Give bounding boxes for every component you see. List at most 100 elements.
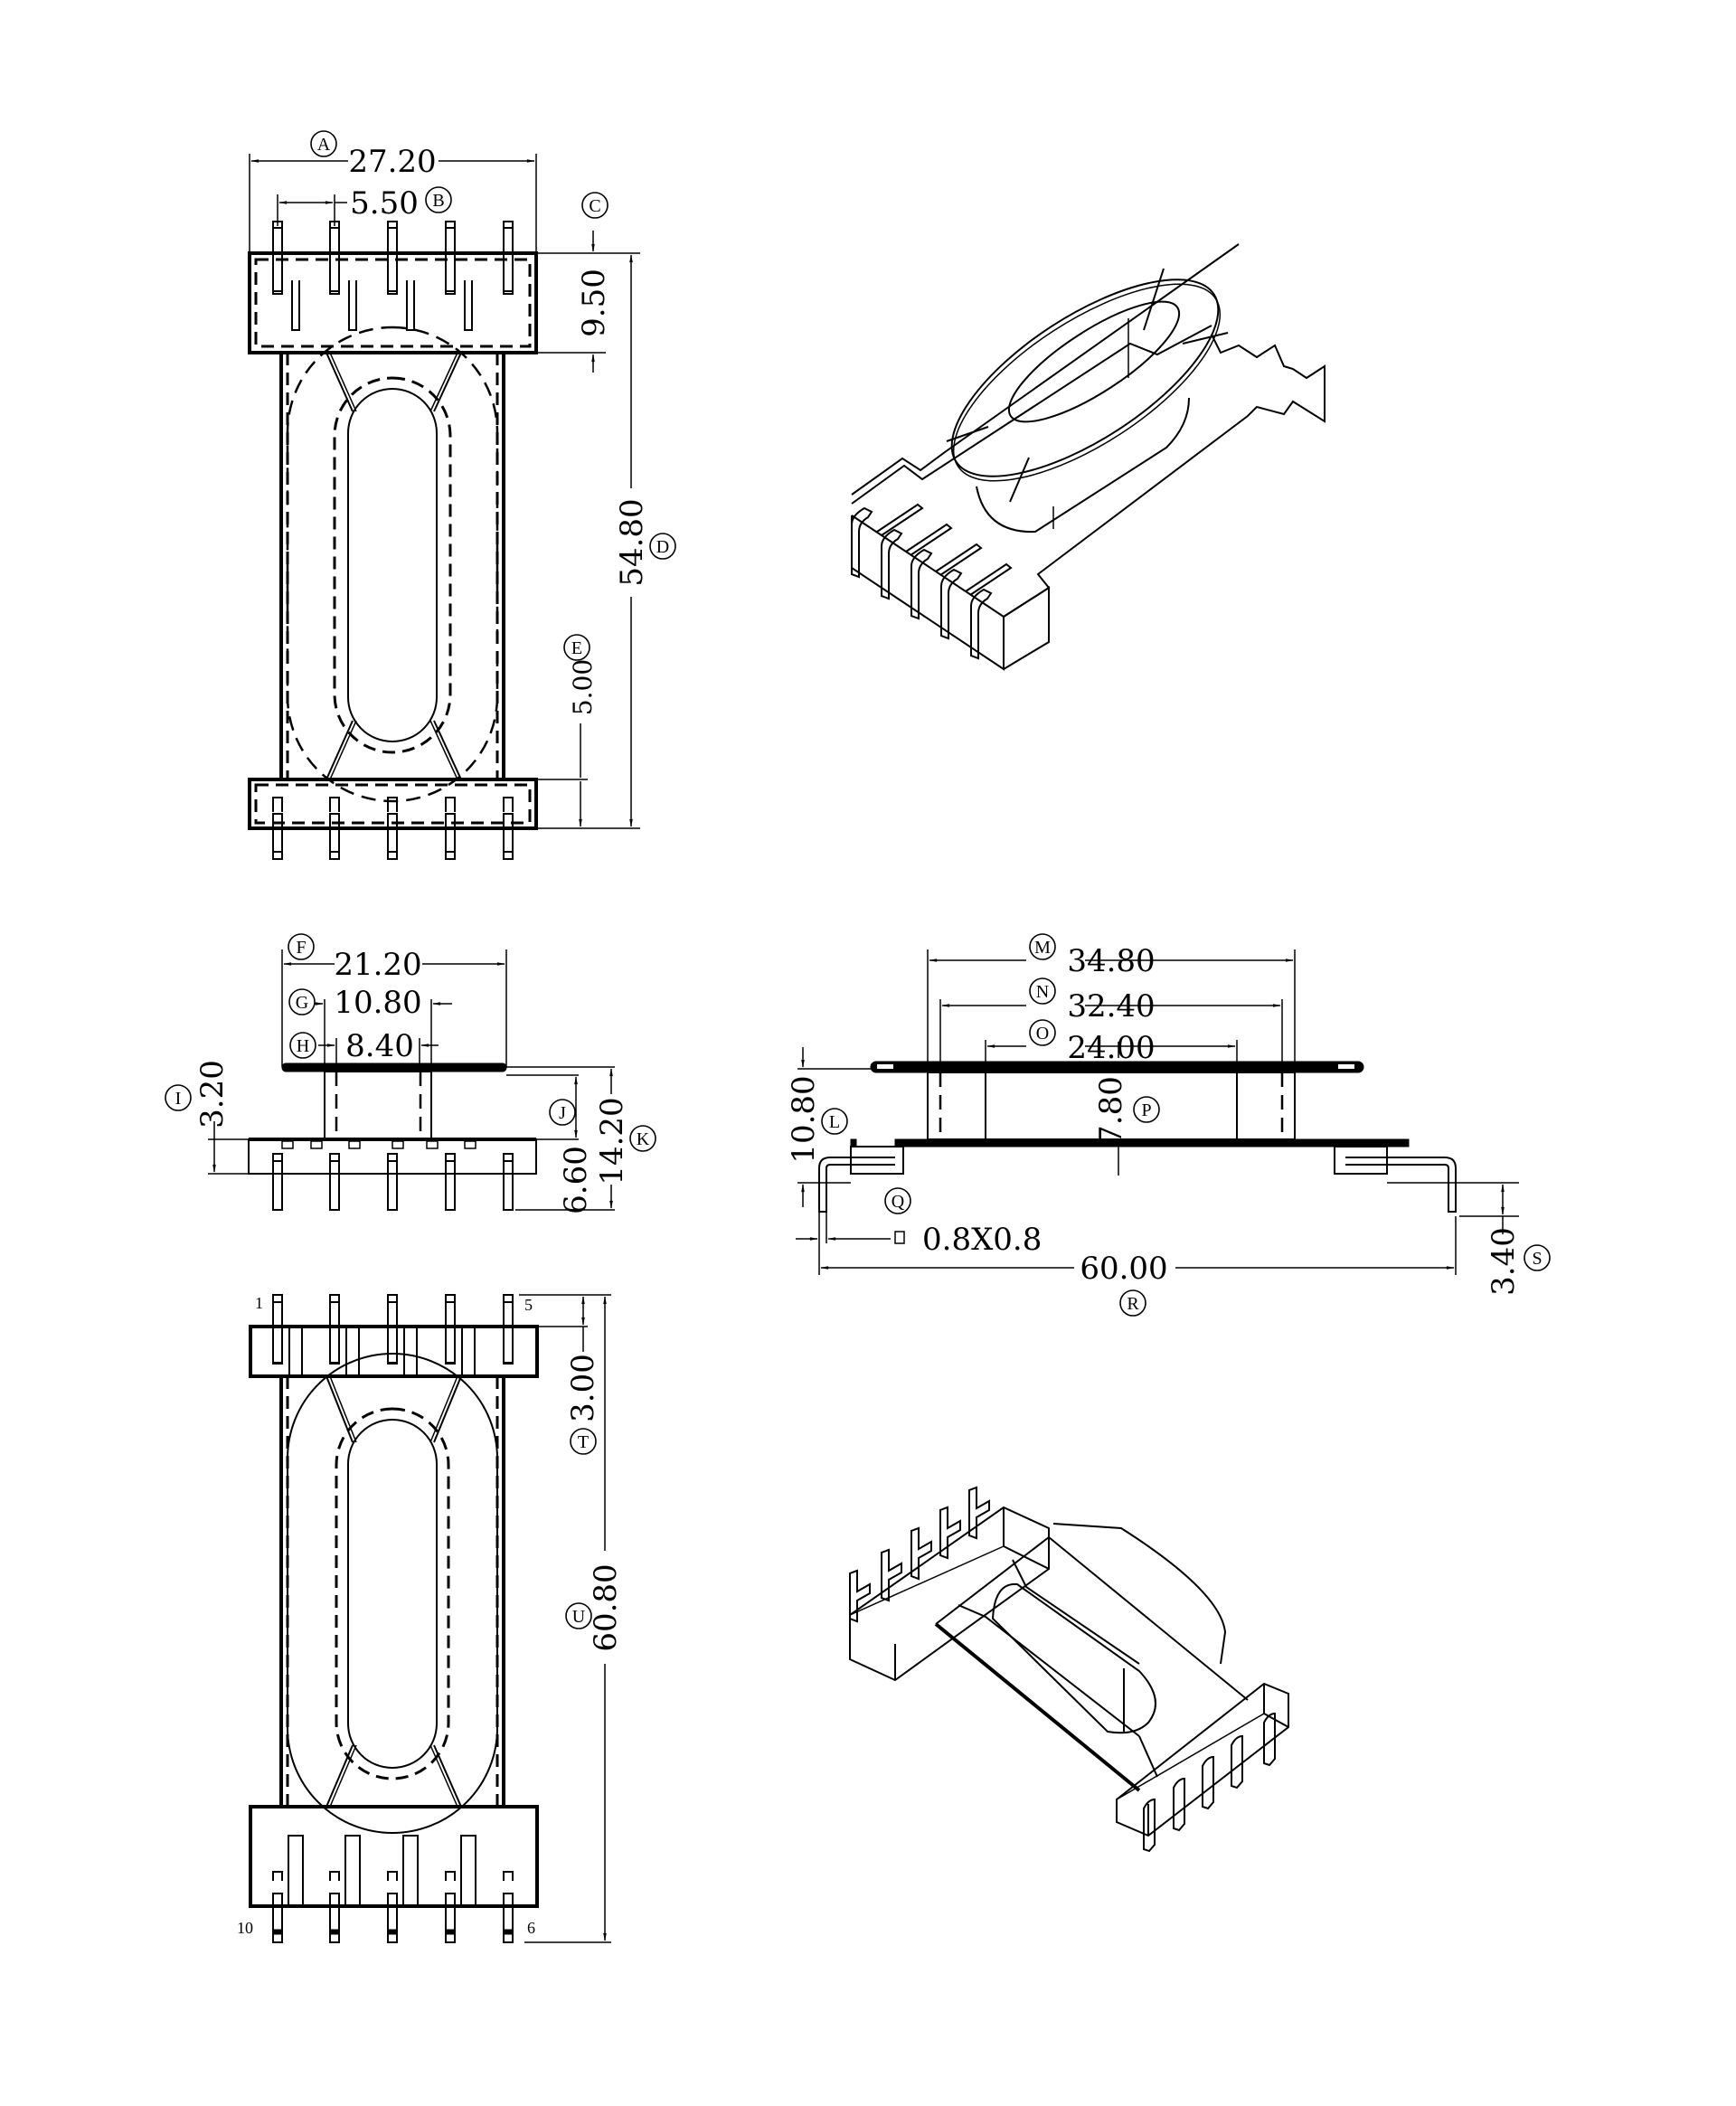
pin: [272, 1153, 283, 1211]
pin-number-6: 6: [527, 1919, 535, 1937]
dim-N-label: N: [1029, 977, 1056, 1005]
slot: [348, 280, 357, 331]
pin: [445, 1294, 456, 1364]
dim-U-value: 60.80: [588, 1563, 624, 1651]
dim-Q-value: 0.8X0.8: [922, 1222, 1042, 1258]
svg-text:D: D: [656, 537, 669, 557]
core-hidden: [333, 376, 452, 754]
dim-K-label: K: [629, 1125, 656, 1152]
dim-R-label: R: [1119, 1289, 1146, 1317]
svg-text:E: E: [571, 638, 582, 658]
slot: [464, 280, 473, 331]
dim-P-value: 7.80: [1093, 1076, 1129, 1145]
svg-text:R: R: [1127, 1294, 1139, 1314]
front-top-flange: [281, 1062, 507, 1072]
top-flange: [248, 251, 538, 354]
notch: [281, 1140, 294, 1149]
pin-number-1: 1: [255, 1294, 263, 1312]
dim-J-label: J: [549, 1099, 576, 1126]
dim-T-value: 3.00: [565, 1354, 601, 1422]
iso-top-flange: [950, 279, 1220, 477]
slot: [406, 280, 415, 331]
dim-J-value: 6.60: [558, 1146, 594, 1214]
svg-text:N: N: [1036, 982, 1049, 1002]
svg-text:P: P: [1141, 1100, 1151, 1120]
pin: [329, 221, 340, 295]
dim-T-label: T: [570, 1428, 597, 1455]
iso-core-window: [1007, 300, 1181, 423]
svg-text:U: U: [572, 1607, 586, 1627]
side-pin-right: [1345, 1157, 1457, 1213]
dim-R-value: 60.00: [1080, 1251, 1167, 1287]
pin: [329, 1893, 340, 1943]
bottom-view-bottom-flange: [249, 1805, 539, 1908]
iso-pin: [1143, 1798, 1156, 1853]
pin: [329, 813, 340, 860]
slot: [288, 1326, 303, 1377]
front-pins: [272, 1140, 514, 1211]
dim-E-label: E: [563, 634, 590, 661]
dim-N-value: 32.40: [1067, 988, 1155, 1025]
top-flange-hidden: [254, 258, 532, 348]
pin: [503, 1294, 514, 1364]
iso-pin: [881, 1548, 902, 1602]
pin-number-5: 5: [524, 1296, 533, 1314]
notch: [348, 1140, 361, 1149]
pin: [445, 813, 456, 860]
svg-text:T: T: [578, 1432, 589, 1452]
dim-H-label: H: [289, 1032, 316, 1059]
svg-text:Q: Q: [892, 1192, 905, 1212]
bottom-flange: [248, 778, 538, 830]
isometric-bottom: [849, 1486, 1289, 1853]
dim-A-label: A: [310, 130, 337, 157]
bottom-flange-hidden: [254, 783, 532, 825]
dim-P-label: P: [1133, 1096, 1160, 1123]
iso-pin: [970, 588, 993, 660]
dim-O-label: O: [1029, 1019, 1056, 1046]
bottom-view-flange-outline: [287, 1353, 498, 1834]
pin: [445, 1893, 456, 1943]
front-view: F 21.20 G 10.80 H 8.40 3.20 I: [165, 933, 656, 1214]
slot: [288, 1835, 304, 1907]
iso-pin: [849, 1569, 871, 1623]
svg-text:M: M: [1034, 938, 1051, 958]
dim-A-value: 27.20: [348, 144, 436, 180]
dim-M-label: M: [1029, 933, 1056, 960]
pin: [445, 1153, 456, 1211]
dim-D-label: D: [649, 533, 676, 560]
dim-O-value: 24.00: [1067, 1030, 1155, 1066]
dim-L-label: L: [821, 1108, 848, 1135]
svg-text:B: B: [432, 191, 444, 211]
core-window: [347, 388, 438, 742]
dim-S-value: 3.40: [1486, 1227, 1522, 1296]
bottom-pins: [272, 797, 514, 860]
iso-pin: [1202, 1755, 1214, 1810]
dim-S-label: S: [1524, 1244, 1551, 1271]
dim-G-value: 10.80: [334, 985, 421, 1021]
top-pins: [272, 221, 514, 331]
pin: [329, 1153, 340, 1211]
pin: [387, 1294, 398, 1364]
side-view: M 34.80 N 32.40 O 24.00 7.80 P: [786, 933, 1551, 1317]
dim-C-label: C: [581, 192, 609, 219]
svg-text:I: I: [175, 1089, 182, 1109]
dim-F-value: 21.20: [334, 947, 421, 983]
svg-text:K: K: [637, 1129, 650, 1149]
iso-pin: [881, 528, 903, 600]
svg-text:A: A: [317, 135, 331, 155]
dim-K-value: 14.20: [594, 1097, 630, 1185]
slot: [403, 1326, 418, 1377]
slot: [344, 1835, 361, 1907]
pin: [445, 221, 456, 295]
dim-M-value: 34.80: [1067, 943, 1155, 979]
dim-I-label: I: [165, 1084, 192, 1111]
slot: [345, 1326, 360, 1377]
notch: [464, 1140, 476, 1149]
pin: [503, 1153, 514, 1211]
notch: [426, 1140, 439, 1149]
svg-text:O: O: [1036, 1024, 1049, 1044]
dim-E-value: 5.00: [568, 659, 598, 715]
dim-Q-label: Q: [884, 1187, 911, 1214]
dim-L-value: 10.80: [786, 1075, 822, 1163]
